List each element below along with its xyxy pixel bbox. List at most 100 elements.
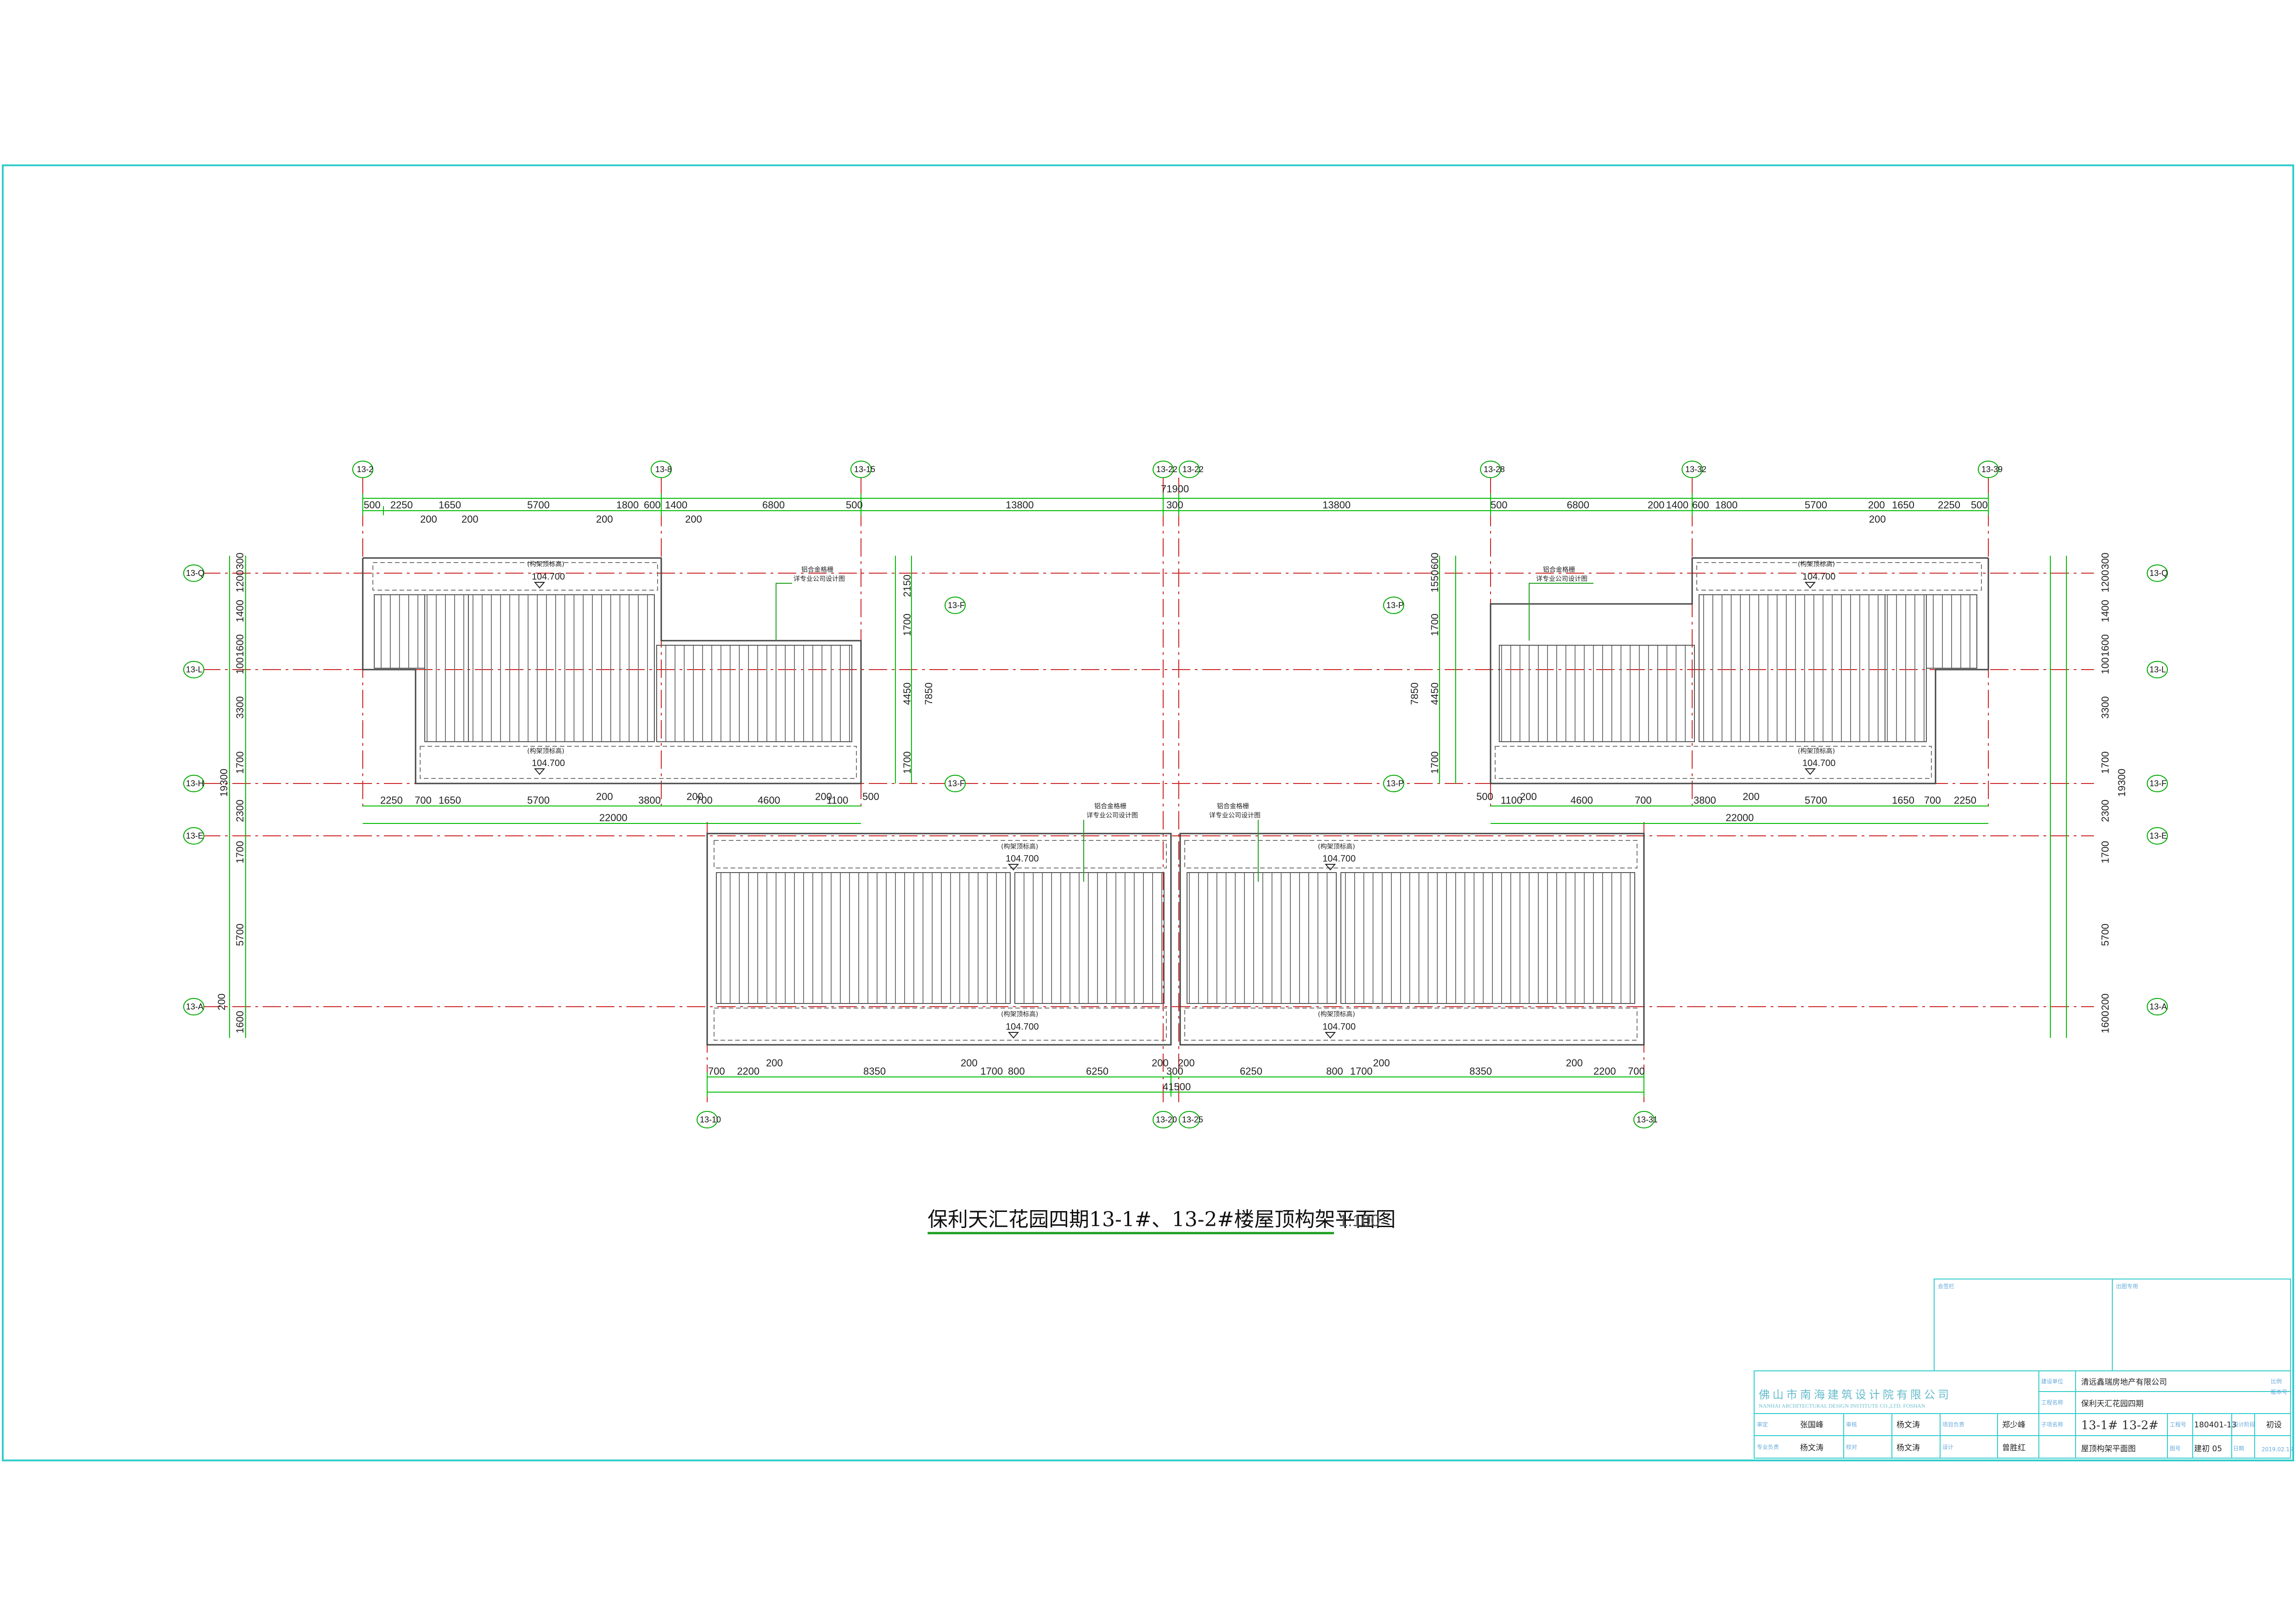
note-4-line2: 详专业公司设计图 [1209, 812, 1261, 819]
axis-label-left-2: 13-L [186, 665, 203, 674]
tb-date-label: 日期 [2233, 1445, 2244, 1452]
right-vertical-dims: 300 1200 1400 1600 100 3300 1700 2300 19… [2099, 552, 2127, 1033]
dim-rv-10: 1700 [2099, 841, 2111, 863]
left-grille-1 [374, 594, 425, 669]
sheet-frame [2, 164, 2294, 1461]
elev-value-8: 104.700 [1322, 1022, 1356, 1032]
left-vertical-dims: 300 1200 1400 1600 100 3300 1700 2300 19… [216, 552, 246, 1033]
dim-irv-1: 1550 [1429, 570, 1441, 592]
dim-rb-1: 500 [1476, 791, 1493, 802]
dim-lb-4: 5700 [527, 795, 550, 806]
dim-bc-18: 2200 [1593, 1065, 1616, 1077]
tb-name-4: 杨文涛 [1800, 1443, 1823, 1453]
elevation-markers: (构架顶标高) 104.700 (构架顶标高) 104.700 (构架顶标高) … [527, 560, 1835, 1032]
tb-role-2: 审核 [1846, 1421, 1857, 1428]
grille-notes: 铝合金格栅 详专业公司设计图 铝合金格栅 详专业公司设计图 铝合金格栅 详专业公… [793, 566, 1587, 819]
right-block-inner [1495, 562, 1982, 779]
dim-rv-3: 1400 [2099, 600, 2111, 622]
axis-label-top-2: 13-8 [655, 465, 672, 474]
dim-top-2: 2250 [390, 499, 413, 511]
dim-top-small-5: 200 [1869, 513, 1886, 525]
dim-top-11: 300 [1166, 499, 1183, 511]
dim-top-7: 1400 [665, 499, 687, 511]
elev-value-4: 104.700 [1802, 758, 1835, 768]
left-grille-2 [468, 594, 655, 742]
tb-name-3: 郑少峰 [2002, 1420, 2026, 1430]
dim-lb-6: 3800 [638, 795, 661, 806]
dim-top-22: 2250 [1938, 499, 1960, 511]
bottom-grille-3 [1187, 872, 1337, 1004]
axis-label-bottom-1: 13-10 [700, 1115, 721, 1124]
dim-bc-12: 6250 [1240, 1065, 1262, 1077]
left-block [362, 557, 862, 784]
dim-bc-16: 8350 [1469, 1065, 1492, 1077]
elev-label-5: (构架顶标高) [1001, 843, 1038, 851]
left-block-inner [372, 562, 857, 779]
dim-lb-12: 500 [862, 791, 879, 802]
dim-lb-9: 4600 [758, 795, 780, 806]
dim-lv-1: 300 [234, 552, 246, 569]
note-3-line1: 铝合金格栅 [1094, 803, 1126, 810]
dim-bc-7: 800 [1008, 1065, 1025, 1077]
dim-rb-2: 1100 [1501, 795, 1522, 806]
axis-label-inner-4: 13-P [1386, 779, 1404, 788]
elev-value-1: 104.700 [532, 572, 565, 582]
note-1-line1: 铝合金格栅 [801, 566, 833, 574]
dim-ilv-3: 4450 [901, 682, 913, 705]
dim-rv-5: 100 [2099, 657, 2111, 674]
dim-bc-4: 8350 [863, 1065, 886, 1077]
dim-top-3: 1650 [439, 499, 461, 511]
left-grille-4 [424, 594, 469, 742]
dim-top-10: 13800 [1006, 499, 1034, 511]
right-block-bottom-dims: 500 1100 200 4600 700 3800 200 5700 1650… [1476, 791, 1976, 806]
dim-lb-1: 2250 [380, 795, 403, 806]
axis-label-top-5: 13-22 [1182, 465, 1204, 474]
right-grille-2 [1699, 594, 1885, 742]
elev-value-5: 104.700 [1006, 854, 1039, 864]
dim-top-21: 1650 [1892, 499, 1914, 511]
elev-label-3: (构架顶标高) [1798, 560, 1835, 568]
dim-rv-6: 3300 [2099, 696, 2111, 719]
dim-lv-2: 1200 [234, 570, 246, 592]
dim-top-small-3: 200 [596, 513, 613, 525]
dim-lv-5: 100 [234, 657, 246, 674]
dim-top-20: 200 [1868, 499, 1885, 511]
dim-lv-6: 3300 [234, 696, 246, 719]
note-2-line2: 详专业公司设计图 [1536, 575, 1587, 583]
tb-name-6: 曾胜红 [2002, 1443, 2026, 1453]
axis-label-top-8: 13-39 [1981, 465, 2003, 474]
dim-top-19: 5700 [1805, 499, 1827, 511]
tb-approval-label: 会签栏 [1938, 1283, 1954, 1290]
tb-scale-label-1: 比例 [2271, 1378, 2282, 1385]
title-block [1754, 1279, 2291, 1459]
axis-label-bottom-2: 13-20 [1156, 1115, 1177, 1124]
dim-rb-3: 200 [1520, 791, 1537, 802]
dimension-ticks [362, 494, 1989, 1097]
dimension-lines [229, 498, 2067, 1093]
note-1-line2: 详专业公司设计图 [793, 575, 845, 583]
dim-ilv-5: 1700 [901, 751, 913, 774]
dim-irv-2: 600 [1429, 552, 1441, 569]
tb-institute-en: NANHAI ARCHITECTURAL DESIGN INSTITUTE CO… [1759, 1403, 1925, 1409]
dim-top-15: 200 [1648, 499, 1665, 511]
axis-label-right-3: 13-F [2150, 779, 2167, 788]
dim-rv-11: 5700 [2099, 924, 2111, 946]
axis-label-top-4: 13-22 [1156, 465, 1177, 474]
dim-rb-5: 700 [1635, 795, 1652, 806]
tb-client-label: 建设单位 [2041, 1378, 2063, 1385]
dim-rb-4: 4600 [1570, 795, 1593, 806]
dim-rb-6: 3800 [1694, 795, 1716, 806]
axis-label-right-1: 13-Q [2150, 569, 2168, 578]
tb-role-6: 设计 [1942, 1444, 1953, 1450]
dim-top-12: 13800 [1322, 499, 1351, 511]
dim-top-4: 5700 [527, 499, 550, 511]
dim-top-6: 600 [644, 499, 661, 511]
axis-label-inner-3: 13-P [1386, 601, 1404, 610]
dim-top-9: 500 [846, 499, 863, 511]
dim-irv-4: 4450 [1429, 682, 1441, 705]
dim-ilv-2: 1700 [901, 614, 913, 636]
drawing-scale: 1:100 [1339, 1211, 1380, 1230]
note-leaders [776, 583, 1593, 882]
axis-label-left-1: 13-Q [186, 569, 204, 578]
